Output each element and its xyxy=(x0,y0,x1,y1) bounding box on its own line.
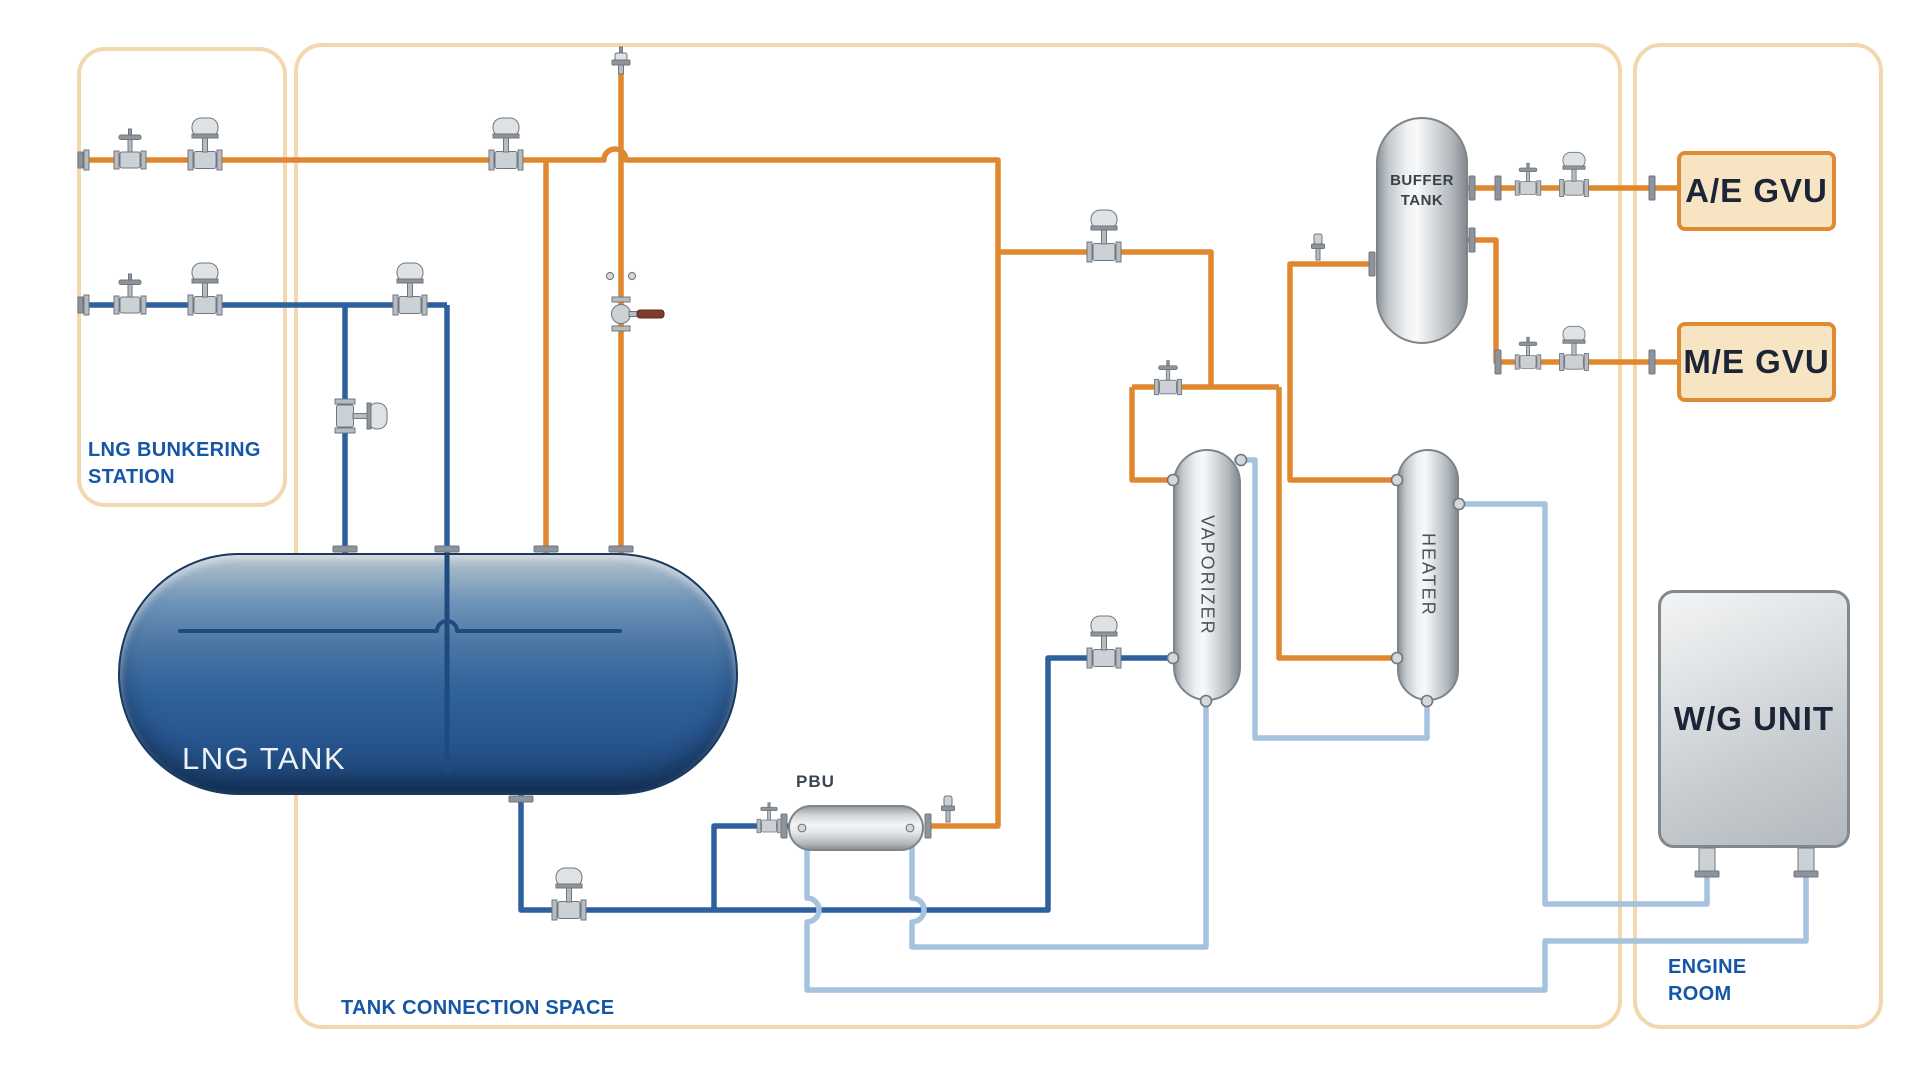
bunker-vapor-actuated-symbol xyxy=(187,117,223,171)
port-heater-in-symbol xyxy=(1390,651,1404,665)
bunker-vapor-manual-symbol xyxy=(113,128,147,170)
ae-manual-symbol xyxy=(1514,162,1542,196)
pipe-heater-vaporizer-loop xyxy=(1234,457,1430,741)
flange-pbu-right-symbol xyxy=(924,813,932,839)
port-pbu-left-symbol xyxy=(797,823,807,833)
wg-unit-label: W/G UNIT xyxy=(1673,700,1835,737)
buffer-tank-label-line1: BUFFER xyxy=(1390,172,1454,189)
bunker-liquid-manual-symbol xyxy=(113,273,147,315)
pipe-vaporizer-pbu-loop xyxy=(909,695,1209,950)
flange-tank-fill-main-symbol xyxy=(434,545,460,553)
ae-gvu-box: A/E GVU xyxy=(1677,151,1836,231)
pipe-heater-feed xyxy=(1276,387,1404,661)
pbu-vessel xyxy=(788,805,924,851)
port-heater-top-symbol xyxy=(1452,497,1466,511)
flange-tank-outlet-symbol xyxy=(508,795,534,803)
pipe-vaporizer-gas-line xyxy=(1129,387,1180,483)
port-vaporizer-water-symbol xyxy=(1199,694,1213,708)
bunkering-station-label-line2: STATION xyxy=(88,466,175,488)
flange-tank-fill-top-symbol xyxy=(332,545,358,553)
me-gvu-box: M/E GVU xyxy=(1677,322,1836,402)
me-actuated-symbol xyxy=(1559,325,1589,371)
stub-wg-right-symbol xyxy=(1797,847,1815,873)
buffer-tank-vessel: BUFFER TANK xyxy=(1376,117,1468,344)
flange-wg-left-symbol xyxy=(1694,870,1720,878)
vent-lever-valve-symbol xyxy=(611,296,665,332)
lng-tank-label: LNG TANK xyxy=(182,741,347,776)
bunker-liquid-actuated-symbol xyxy=(187,262,223,316)
pipe-wg-supply xyxy=(1452,501,1710,907)
port-pbu-right-symbol xyxy=(905,823,915,833)
zone-tank-connection-space xyxy=(294,43,1622,1029)
pbu-feed-manual-symbol xyxy=(756,802,782,834)
zone-lng-bunkering-station xyxy=(77,47,287,507)
wg-unit-box: W/G UNIT xyxy=(1658,590,1850,848)
port-vaporizer-top-symbol xyxy=(1234,453,1248,467)
flange-pbu-left-symbol xyxy=(780,813,788,839)
me-gvu-label: M/E GVU xyxy=(1683,343,1830,380)
tank-level-line xyxy=(178,619,622,633)
flange-ae-b-symbol xyxy=(1648,175,1656,201)
pipe-pbu-return xyxy=(804,845,1809,993)
buffer-tank-label: BUFFER TANK xyxy=(1378,171,1466,210)
engine-room-label: ENGINE ROOM xyxy=(1668,954,1746,1008)
flange-tank-vent-symbol xyxy=(608,545,634,553)
zone-engine-room xyxy=(1633,43,1883,1029)
ae-actuated-symbol xyxy=(1559,151,1589,197)
buffer-tank-label-line2: TANK xyxy=(1400,191,1444,209)
port-vent-b-symbol xyxy=(627,271,637,281)
flange-me-a-symbol xyxy=(1494,349,1502,375)
topfill-actuated-symbol xyxy=(334,398,388,434)
vaporizer-label: VAPORIZER xyxy=(1197,514,1218,636)
flange-tank-vapor-symbol xyxy=(533,545,559,553)
pipe-buffer-to-me xyxy=(1464,237,1690,365)
port-vaporizer-lng-symbol xyxy=(1166,651,1180,665)
heater-vessel: HEATER xyxy=(1397,449,1459,701)
heater-label: HEATER xyxy=(1418,533,1439,617)
port-heater-out-symbol xyxy=(1390,473,1404,487)
stub-wg-left-symbol xyxy=(1698,847,1716,873)
pipe-heater-to-buffer xyxy=(1287,261,1404,483)
vapor-header-actuated-symbol xyxy=(488,117,524,171)
vent-cap-symbol xyxy=(611,46,631,75)
pipe-bog-branch xyxy=(998,249,1214,387)
port-vent-a-symbol xyxy=(605,271,615,281)
lng-tank: LNG TANK xyxy=(118,553,738,795)
gas-header-manual-symbol xyxy=(1153,360,1183,396)
engine-room-label-line2: ROOM xyxy=(1668,983,1732,1005)
bunkering-station-label-line1: LNG BUNKERING xyxy=(88,439,261,461)
me-manual-symbol xyxy=(1514,336,1542,370)
buffer-in-instrument-symbol xyxy=(1311,233,1325,261)
tank-connection-space-label: TANK CONNECTION SPACE xyxy=(341,997,615,1019)
bog-actuated-symbol xyxy=(1086,209,1122,263)
port-vaporizer-gas-symbol xyxy=(1166,473,1180,487)
port-heater-water-symbol xyxy=(1420,694,1434,708)
vaporizer-vessel: VAPORIZER xyxy=(1173,449,1241,701)
pbu-out-instrument-symbol xyxy=(941,795,955,823)
flange-ae-a-symbol xyxy=(1494,175,1502,201)
vaporizer-feed-actuated-symbol xyxy=(1086,615,1122,669)
bunker-vapor-cap-symbol xyxy=(77,149,90,171)
engine-room-label-line1: ENGINE xyxy=(1668,956,1747,978)
flange-buffer-me-symbol xyxy=(1468,227,1476,253)
pipe-vapor-header xyxy=(87,146,1001,829)
ae-gvu-label: A/E GVU xyxy=(1685,172,1828,209)
pbu-label: PBU xyxy=(796,772,835,791)
bunkering-station-label: LNG BUNKERING STATION xyxy=(88,437,261,491)
flange-buffer-ae-symbol xyxy=(1468,175,1476,201)
liquid-header-actuated-symbol xyxy=(392,262,428,316)
flange-me-b-symbol xyxy=(1648,349,1656,375)
flange-wg-right-symbol xyxy=(1793,870,1819,878)
flange-buffer-in-symbol xyxy=(1368,251,1376,277)
bunker-liquid-cap-symbol xyxy=(77,294,90,316)
tank-outlet-actuated-symbol xyxy=(551,867,587,921)
